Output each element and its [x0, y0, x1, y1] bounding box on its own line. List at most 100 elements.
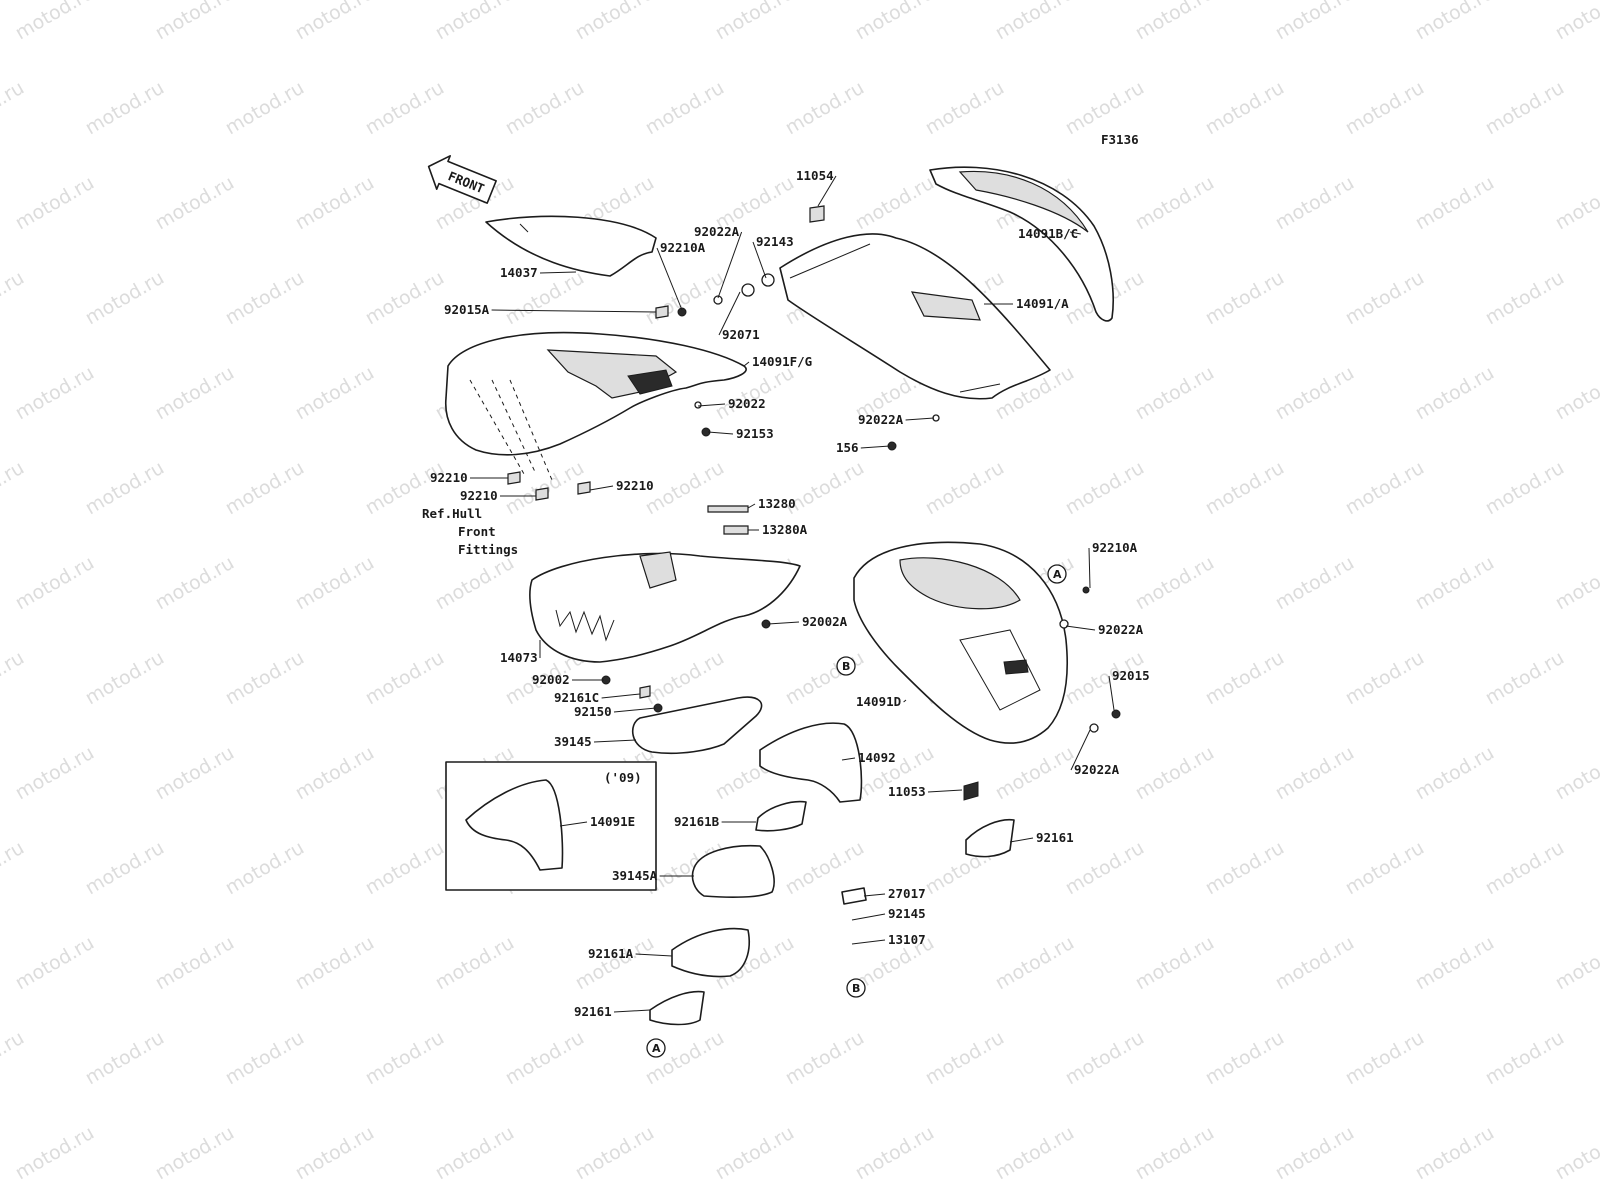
- leader-line-31: [927, 789, 963, 793]
- watermark-text: motod.ru: [1132, 1122, 1218, 1185]
- part-14092: [759, 722, 863, 803]
- watermark-text: motod.ru: [1412, 362, 1498, 425]
- part-label-92022a-12: 92022A: [858, 412, 904, 427]
- part-label-156-13: 156: [836, 440, 859, 455]
- watermark-text: motod.ru: [82, 647, 168, 710]
- watermark-text: motod.ru: [1272, 552, 1358, 615]
- part-label-14037-4: 14037: [500, 265, 538, 280]
- watermark-text: motod.ru: [1202, 457, 1288, 520]
- watermark-text: motod.ru: [222, 647, 308, 710]
- leader-line-19: [1088, 547, 1091, 589]
- watermark-text: motod.ru: [362, 267, 448, 330]
- watermark-text: motod.ru: [1202, 837, 1288, 900]
- watermark-text: motod.ru: [362, 837, 448, 900]
- watermark-text: motod.ru: [1552, 552, 1600, 615]
- watermark-text: motod.ru: [852, 172, 938, 235]
- leader-line-16: [589, 485, 614, 491]
- part-label-14091a-8: 14091/A: [1016, 296, 1069, 311]
- part-label-13107-38: 13107: [888, 932, 926, 947]
- watermark-text: motod.ru: [1412, 742, 1498, 805]
- part-92161B: [755, 800, 807, 832]
- watermark-text: motod.ru: [1272, 172, 1358, 235]
- watermark-text: motod.ru: [222, 1027, 308, 1090]
- watermark-text: motod.ru: [1552, 742, 1600, 805]
- watermark-text: motod.ru: [292, 0, 378, 44]
- watermark-text: motod.ru: [432, 932, 518, 995]
- part-label-92161-34: 92161: [1036, 830, 1074, 845]
- watermark-text: motod.ru: [1272, 932, 1358, 995]
- watermark-text: motod.ru: [922, 77, 1008, 140]
- part-13280: [707, 505, 749, 513]
- part-label-92210-15: 92210: [460, 488, 498, 503]
- ref-note-line3: Fittings: [458, 542, 518, 557]
- watermark-text: motod.ru: [432, 0, 518, 44]
- watermark-text: motod.ru: [782, 1027, 868, 1090]
- leader-line-0: [817, 175, 837, 207]
- watermark-text: motod.ru: [0, 267, 28, 330]
- part-14037-cover: [485, 215, 657, 277]
- watermark-text: motod.ru: [1412, 552, 1498, 615]
- watermark-text: motod.ru: [152, 172, 238, 235]
- watermark-text: motod.ru: [642, 647, 728, 710]
- part-label-14091bc-7: 14091B/C: [1018, 226, 1078, 241]
- part-14091E: [465, 779, 564, 871]
- part-label-92022-10: 92022: [728, 396, 766, 411]
- leader-line-7: [1069, 231, 1081, 235]
- watermark-text: motod.ru: [1132, 552, 1218, 615]
- part-11054: [809, 205, 825, 223]
- watermark-text: motod.ru: [152, 552, 238, 615]
- watermark-text: motod.ru: [222, 837, 308, 900]
- part-label-92210a-19: 92210A: [1092, 540, 1138, 555]
- part-label-92145-37: 92145: [888, 906, 926, 921]
- part-label-92071-6: 92071: [722, 327, 760, 342]
- watermark-text: motod.ru: [572, 932, 658, 995]
- part-label-92210a-3: 92210A: [660, 240, 706, 255]
- watermark-text: motod.ru: [0, 647, 28, 710]
- watermark-text: motod.ru: [292, 172, 378, 235]
- watermark-text: motod.ru: [0, 1027, 28, 1090]
- watermark-text: motod.ru: [852, 1122, 938, 1185]
- ref-note-line2: Front: [458, 524, 496, 539]
- watermark-text: motod.ru: [922, 457, 1008, 520]
- watermark-text: motod.ru: [222, 267, 308, 330]
- ref-note-line1: Ref.Hull: [422, 506, 482, 521]
- leader-line-27: [593, 739, 637, 743]
- watermark-text: motod.ru: [1342, 1027, 1428, 1090]
- watermark-text: motod.ru: [1482, 1027, 1568, 1090]
- watermark-text: motod.ru: [992, 742, 1078, 805]
- leader-line-40: [613, 1009, 651, 1013]
- watermark-text: motod.ru: [1412, 1122, 1498, 1185]
- leader-line-23: [1108, 675, 1115, 711]
- watermark-text: motod.ru: [152, 362, 238, 425]
- leader-line-28: [903, 699, 907, 703]
- leader-line-29: [841, 757, 856, 761]
- svg-text:B: B: [842, 660, 850, 673]
- part-label-92022a-20: 92022A: [1098, 622, 1144, 637]
- part-label-92153-11: 92153: [736, 426, 774, 441]
- watermark-text: motod.ru: [82, 837, 168, 900]
- leader-line-25: [601, 693, 641, 699]
- svg-text:B: B: [852, 982, 860, 995]
- part-92161-lower: [649, 990, 705, 1026]
- part-label-14073-21: 14073: [500, 650, 538, 665]
- part-92161A: [671, 927, 750, 978]
- leader-line-5: [491, 309, 657, 313]
- diagram-code: F3136: [1101, 132, 1139, 147]
- watermark-text: motod.ru: [292, 552, 378, 615]
- watermark-text: motod.ru: [1552, 0, 1600, 44]
- watermark-text: motod.ru: [1342, 77, 1428, 140]
- part-label-92022a-30: 92022A: [1074, 762, 1120, 777]
- part-label-92161c-25: 92161C: [554, 690, 599, 705]
- part-39145-seal: [631, 696, 763, 755]
- watermark-text: motod.ru: [502, 1027, 588, 1090]
- watermark-text: motod.ru: [1482, 77, 1568, 140]
- part-label-92210-14: 92210: [430, 470, 468, 485]
- part-14091A-cover: [779, 233, 1051, 400]
- part-92161-right: [965, 818, 1015, 858]
- watermark-text: motod.ru: [152, 932, 238, 995]
- watermark-text: motod.ru: [1062, 77, 1148, 140]
- watermark-text: motod.ru: [152, 0, 238, 44]
- leader-line-22: [767, 621, 800, 625]
- watermark-text: motod.ru: [12, 1122, 98, 1185]
- watermark-text: motod.ru: [1272, 1122, 1358, 1185]
